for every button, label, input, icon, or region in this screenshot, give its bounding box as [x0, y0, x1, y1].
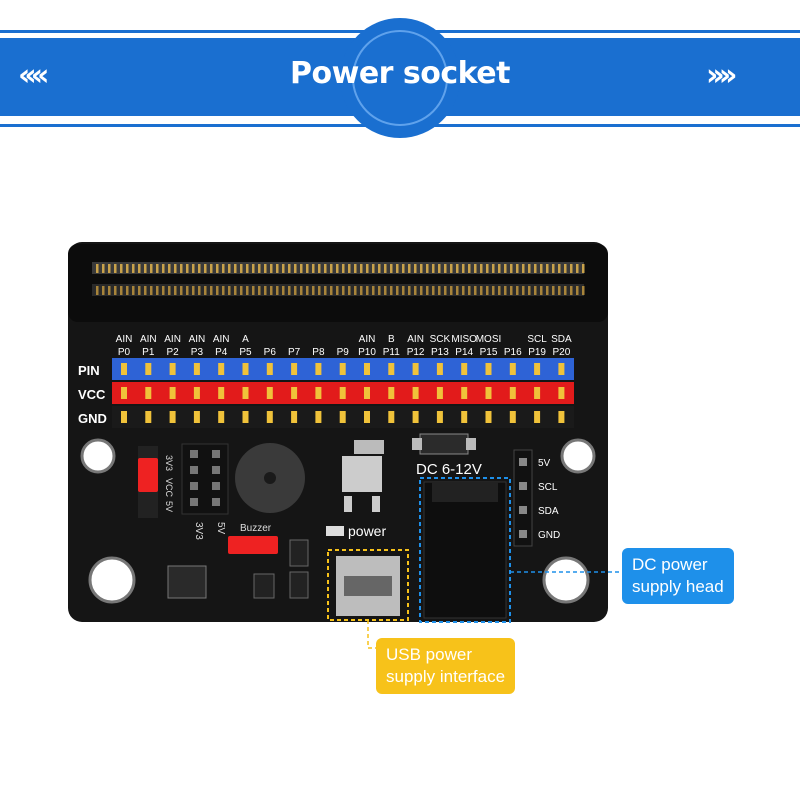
header-pins: [121, 363, 565, 423]
pin-label: P3: [191, 347, 204, 358]
power-header-2x4: [181, 443, 229, 515]
pin-label: P19: [528, 347, 546, 358]
function-label: SCK: [430, 334, 451, 345]
buzzer-label: Buzzer: [240, 523, 272, 534]
diode: [419, 433, 469, 455]
pin-label: P9: [337, 347, 350, 358]
i2c-pins: [519, 458, 527, 538]
dc-voltage-label: DC 6-12V: [416, 461, 482, 478]
dc-callout-line2: supply head: [632, 577, 724, 596]
function-label: MOSI: [476, 334, 502, 345]
pin-label: P12: [407, 347, 425, 358]
pin-label: P0: [118, 347, 131, 358]
voltage-regulator: [342, 456, 382, 492]
function-label: AIN: [164, 334, 181, 345]
mount-hole-bl: [88, 556, 136, 604]
i2c-label-5v: 5V: [538, 458, 551, 469]
function-label: SCL: [527, 334, 547, 345]
dc-callout: DC power supply head: [622, 548, 734, 604]
row-label-gnd: GND: [78, 411, 107, 426]
pin-label: P2: [166, 347, 179, 358]
pin-label: P4: [215, 347, 228, 358]
i2c-header: [513, 449, 533, 547]
pin-label: P14: [455, 347, 473, 358]
power-led: [326, 526, 344, 536]
function-label: AIN: [359, 334, 376, 345]
buzzer-jumper: [228, 536, 278, 554]
header-5v-label: 5V: [215, 522, 226, 535]
pin-label: P15: [480, 347, 498, 358]
function-label: MISO: [451, 334, 477, 345]
edge-connector: [68, 244, 608, 322]
jumper-label-5v: 5V: [164, 501, 174, 512]
power-header-pins: [190, 450, 220, 506]
pin-label: P5: [239, 347, 252, 358]
usb-callout: USB power supply interface: [376, 638, 516, 694]
i2c-label-scl: SCL: [538, 482, 558, 493]
usb-callout-line2: supply interface: [386, 667, 506, 686]
pin-labels: P0 P1 P2 P3 P4 P5 P6 P7 P8 P9 P10 P11 P12 P13 P14 P15 P1…: [118, 347, 571, 358]
pin-label: P7: [288, 347, 301, 358]
row-label-pin: PIN: [78, 363, 100, 378]
function-label: AIN: [213, 334, 230, 345]
pin-label: P11: [383, 347, 400, 358]
usb-callout-line1: USB power: [386, 645, 472, 664]
voltage-jumper-cap: [138, 458, 158, 492]
function-label: AIN: [140, 334, 157, 345]
mount-hole-tr: [560, 438, 596, 474]
jumper-label-vcc: VCC: [164, 478, 174, 498]
function-label: AIN: [189, 334, 206, 345]
function-label: A: [242, 334, 249, 345]
function-label: SDA: [551, 334, 572, 345]
row-label-vcc: VCC: [78, 387, 106, 402]
mount-hole-br: [542, 556, 590, 604]
dc-callout-line1: DC power: [632, 555, 708, 574]
dc-power-jack: [423, 481, 507, 619]
usb-callout-line: [367, 620, 376, 649]
connector-teeth: [96, 264, 585, 295]
header-3v3-label: 3V3: [193, 522, 204, 540]
function-label: AIN: [116, 334, 133, 345]
power-label: power: [348, 523, 386, 539]
title-ring: [352, 30, 448, 126]
function-label: AIN: [407, 334, 424, 345]
pin-label: P1: [142, 347, 155, 358]
pin-label: P6: [264, 347, 277, 358]
pin-label: P20: [553, 347, 571, 358]
jumper-label-3v3: 3V3: [164, 455, 174, 471]
pin-label: P13: [431, 347, 449, 358]
dc-highlight-box: [419, 477, 511, 623]
i2c-label-gnd: GND: [538, 530, 560, 541]
pin-label: P8: [312, 347, 325, 358]
mount-hole-tl: [80, 438, 116, 474]
small-regulator: [167, 565, 207, 599]
function-label: B: [388, 334, 395, 345]
i2c-label-sda: SDA: [538, 506, 559, 517]
page-title: Power socket: [290, 56, 510, 91]
pin-label: P16: [504, 347, 522, 358]
pin-label: P10: [358, 347, 376, 358]
